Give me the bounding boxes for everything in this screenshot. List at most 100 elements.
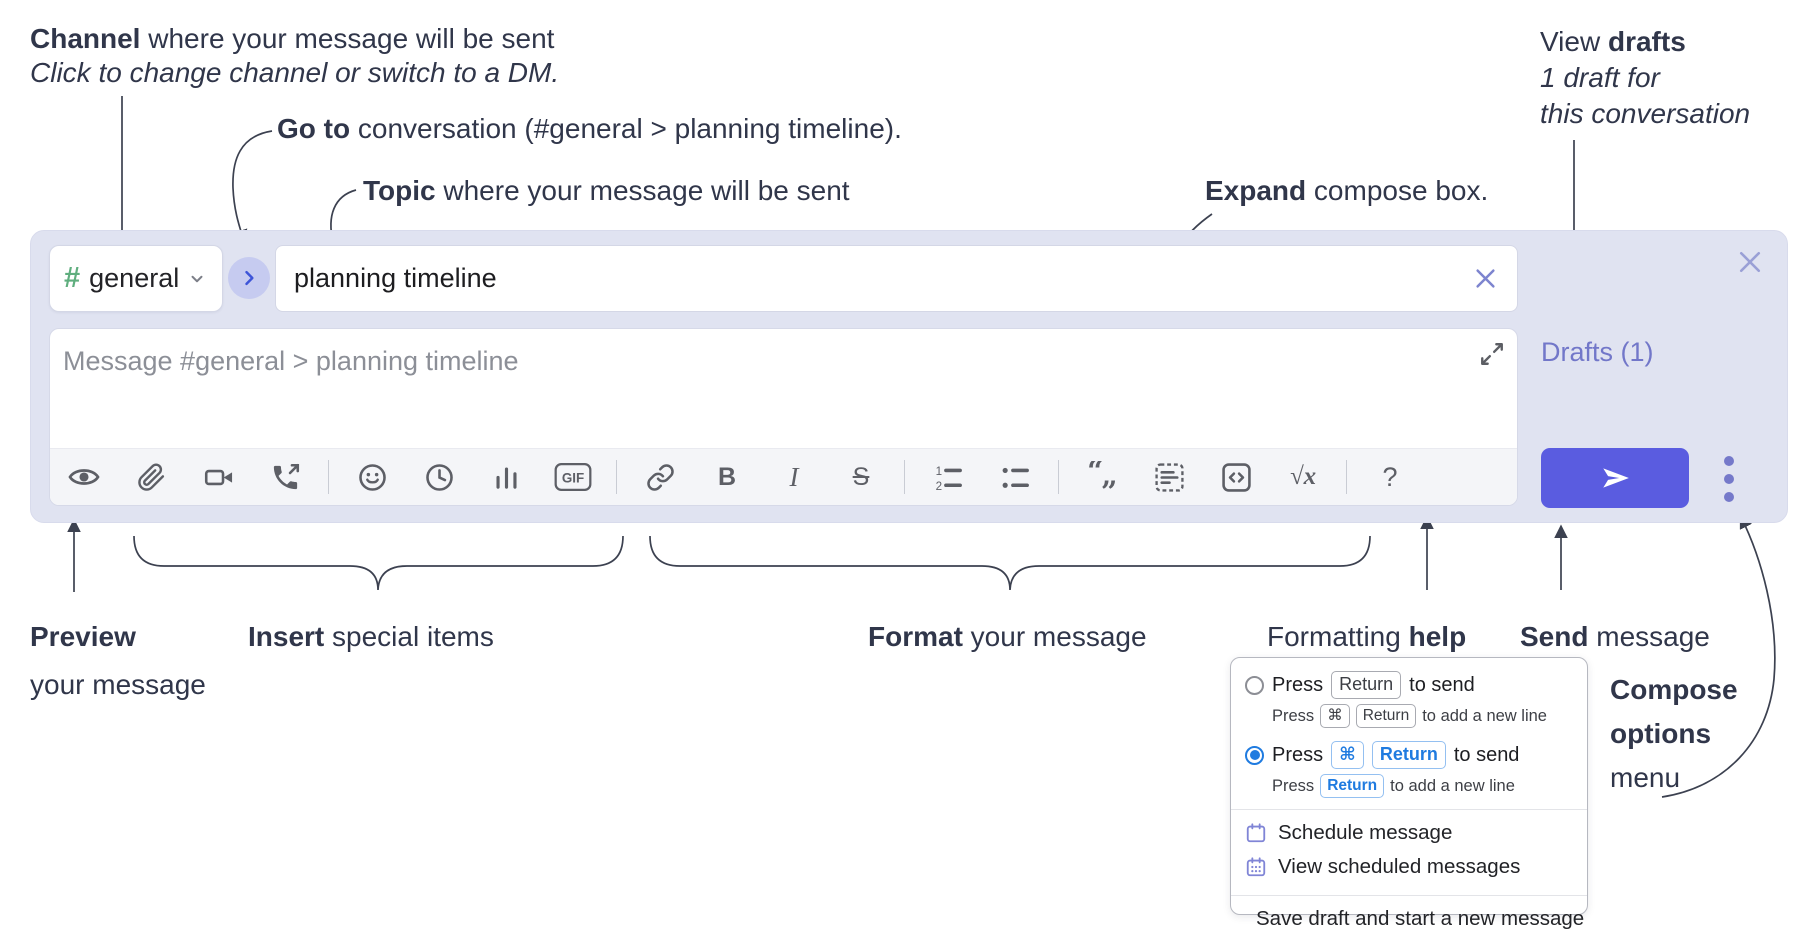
format-annotation: Format your message (868, 621, 1147, 652)
menu-item-schedule-message[interactable]: Schedule message (1245, 816, 1573, 850)
topic-annotation: Topic where your message will be sent (363, 175, 850, 206)
chevron-down-icon (191, 275, 203, 282)
goto-annotation: Go to conversation (#general > planning … (277, 113, 902, 144)
insert-annotation: Insert special items (248, 621, 494, 652)
link-icon (646, 463, 674, 491)
radio-unselected[interactable] (1245, 675, 1264, 695)
toolbar-divider (616, 460, 617, 494)
option-text: to send (1409, 673, 1475, 696)
kebab-dot (1724, 492, 1734, 502)
italic-icon: I (789, 461, 799, 492)
emoji-button[interactable] (352, 457, 392, 497)
clock-icon (425, 463, 453, 491)
formula-icon: √x (1289, 463, 1317, 490)
calendar-icon (1246, 823, 1266, 843)
send-icon (1603, 468, 1629, 488)
goto-conversation-button[interactable] (228, 257, 270, 299)
send-annotation: Send message (1520, 621, 1710, 652)
return-key: Return (1331, 671, 1402, 699)
expand-compose-button[interactable] (1477, 339, 1507, 369)
recently-used-button[interactable] (419, 457, 459, 497)
cmd-key: ⌘ (1320, 704, 1350, 728)
toolbar-divider (904, 460, 905, 494)
bold-button[interactable]: B (707, 457, 747, 497)
italic-button[interactable]: I (774, 457, 814, 497)
formatting-help-button[interactable]: ? (1370, 457, 1410, 497)
menu-item-label: Schedule message (1278, 821, 1453, 844)
calendar-grid-icon (1246, 857, 1266, 877)
toolbar-divider (1346, 460, 1347, 494)
gif-icon: GIF (554, 463, 592, 491)
channel-name: general (89, 263, 180, 293)
message-panel: Message #general > planning timeline (49, 328, 1518, 506)
strikethrough-button[interactable]: S (841, 457, 881, 497)
topic-clear-button[interactable] (1467, 260, 1503, 296)
kebab-dot (1724, 456, 1734, 466)
paperclip-icon (137, 462, 164, 491)
radio-option1-subtext: Press ⌘ Return to add a new line (1272, 704, 1573, 728)
gif-button[interactable]: GIF (553, 457, 593, 497)
svg-text:“: “ (1087, 461, 1103, 488)
toolbar-divider (1058, 460, 1059, 494)
compose-options-annotation: Compose options menu (1610, 674, 1738, 793)
eye-icon (68, 469, 100, 485)
formula-button[interactable]: √x (1283, 457, 1323, 497)
channel-selector-button[interactable]: # general (49, 245, 223, 312)
kebab-dot (1724, 474, 1734, 484)
message-input[interactable]: Message #general > planning timeline (50, 329, 1517, 449)
popup-divider (1231, 809, 1587, 810)
blockquote-button[interactable]: “ „ (1082, 457, 1122, 497)
video-camera-icon (204, 469, 232, 485)
expand-annotation: Expand compose box. (1205, 175, 1489, 206)
ordered-list-icon: 1 2 (935, 464, 962, 492)
popup-divider (1231, 895, 1587, 896)
radio-option-cmd-return-to-send[interactable]: Press ⌘ Return to send (1245, 741, 1573, 769)
video-clip-button[interactable] (198, 457, 238, 497)
radio-option2-subtext: Press Return to add a new line (1272, 774, 1573, 798)
blockquote-icon: “ „ (1087, 461, 1118, 492)
return-key: Return (1320, 774, 1385, 798)
poll-button[interactable] (486, 457, 526, 497)
option-text: Press (1272, 673, 1324, 696)
cmd-key: ⌘ (1331, 741, 1364, 769)
bold-icon: B (717, 462, 737, 491)
view-drafts-annotation: View drafts 1 draft for this conversatio… (1540, 26, 1751, 129)
menu-item-view-scheduled[interactable]: View scheduled messages (1245, 850, 1573, 884)
option-text: to send (1453, 743, 1520, 766)
preview-annotation: Preview your message (30, 621, 206, 700)
smiley-icon (358, 463, 386, 491)
phone-call-icon (273, 463, 299, 489)
option-text: Press (1272, 743, 1324, 766)
inline-code-button[interactable] (1216, 457, 1256, 497)
strikethrough-icon: S (852, 462, 870, 491)
drafts-link[interactable]: Drafts (1) (1541, 337, 1654, 367)
svg-text:2: 2 (935, 479, 941, 492)
menu-item-label: View scheduled messages (1278, 855, 1521, 878)
link-button[interactable] (640, 457, 680, 497)
format-brace (649, 535, 1371, 591)
expand-icon (1481, 343, 1503, 365)
bulleted-list-icon (1002, 467, 1029, 488)
compose-toolbar: GIF B I (50, 448, 1517, 505)
audio-clip-button[interactable] (265, 457, 305, 497)
inline-code-icon (1221, 462, 1251, 492)
topic-input[interactable]: planning timeline (275, 245, 1518, 312)
code-block-button[interactable] (1149, 457, 1189, 497)
close-compose-button[interactable] (1733, 245, 1767, 279)
channel-hash-icon: # (64, 262, 81, 294)
send-button[interactable] (1541, 448, 1689, 508)
svg-text:GIF: GIF (562, 471, 584, 486)
radio-selected[interactable] (1245, 745, 1264, 765)
svg-text:„: „ (1101, 461, 1117, 492)
close-icon (1739, 251, 1761, 273)
topic-value: planning timeline (294, 263, 497, 293)
preview-button[interactable] (64, 457, 104, 497)
menu-item-save-draft[interactable]: Save draft and start a new message (1245, 902, 1584, 936)
ordered-list-button[interactable]: 1 2 (928, 457, 968, 497)
radio-option-return-to-send[interactable]: Press Return to send (1245, 671, 1573, 699)
bulleted-list-button[interactable] (995, 457, 1035, 497)
attach-file-button[interactable] (131, 457, 171, 497)
return-key: Return (1355, 704, 1417, 728)
compose-options-button[interactable] (1709, 456, 1749, 502)
